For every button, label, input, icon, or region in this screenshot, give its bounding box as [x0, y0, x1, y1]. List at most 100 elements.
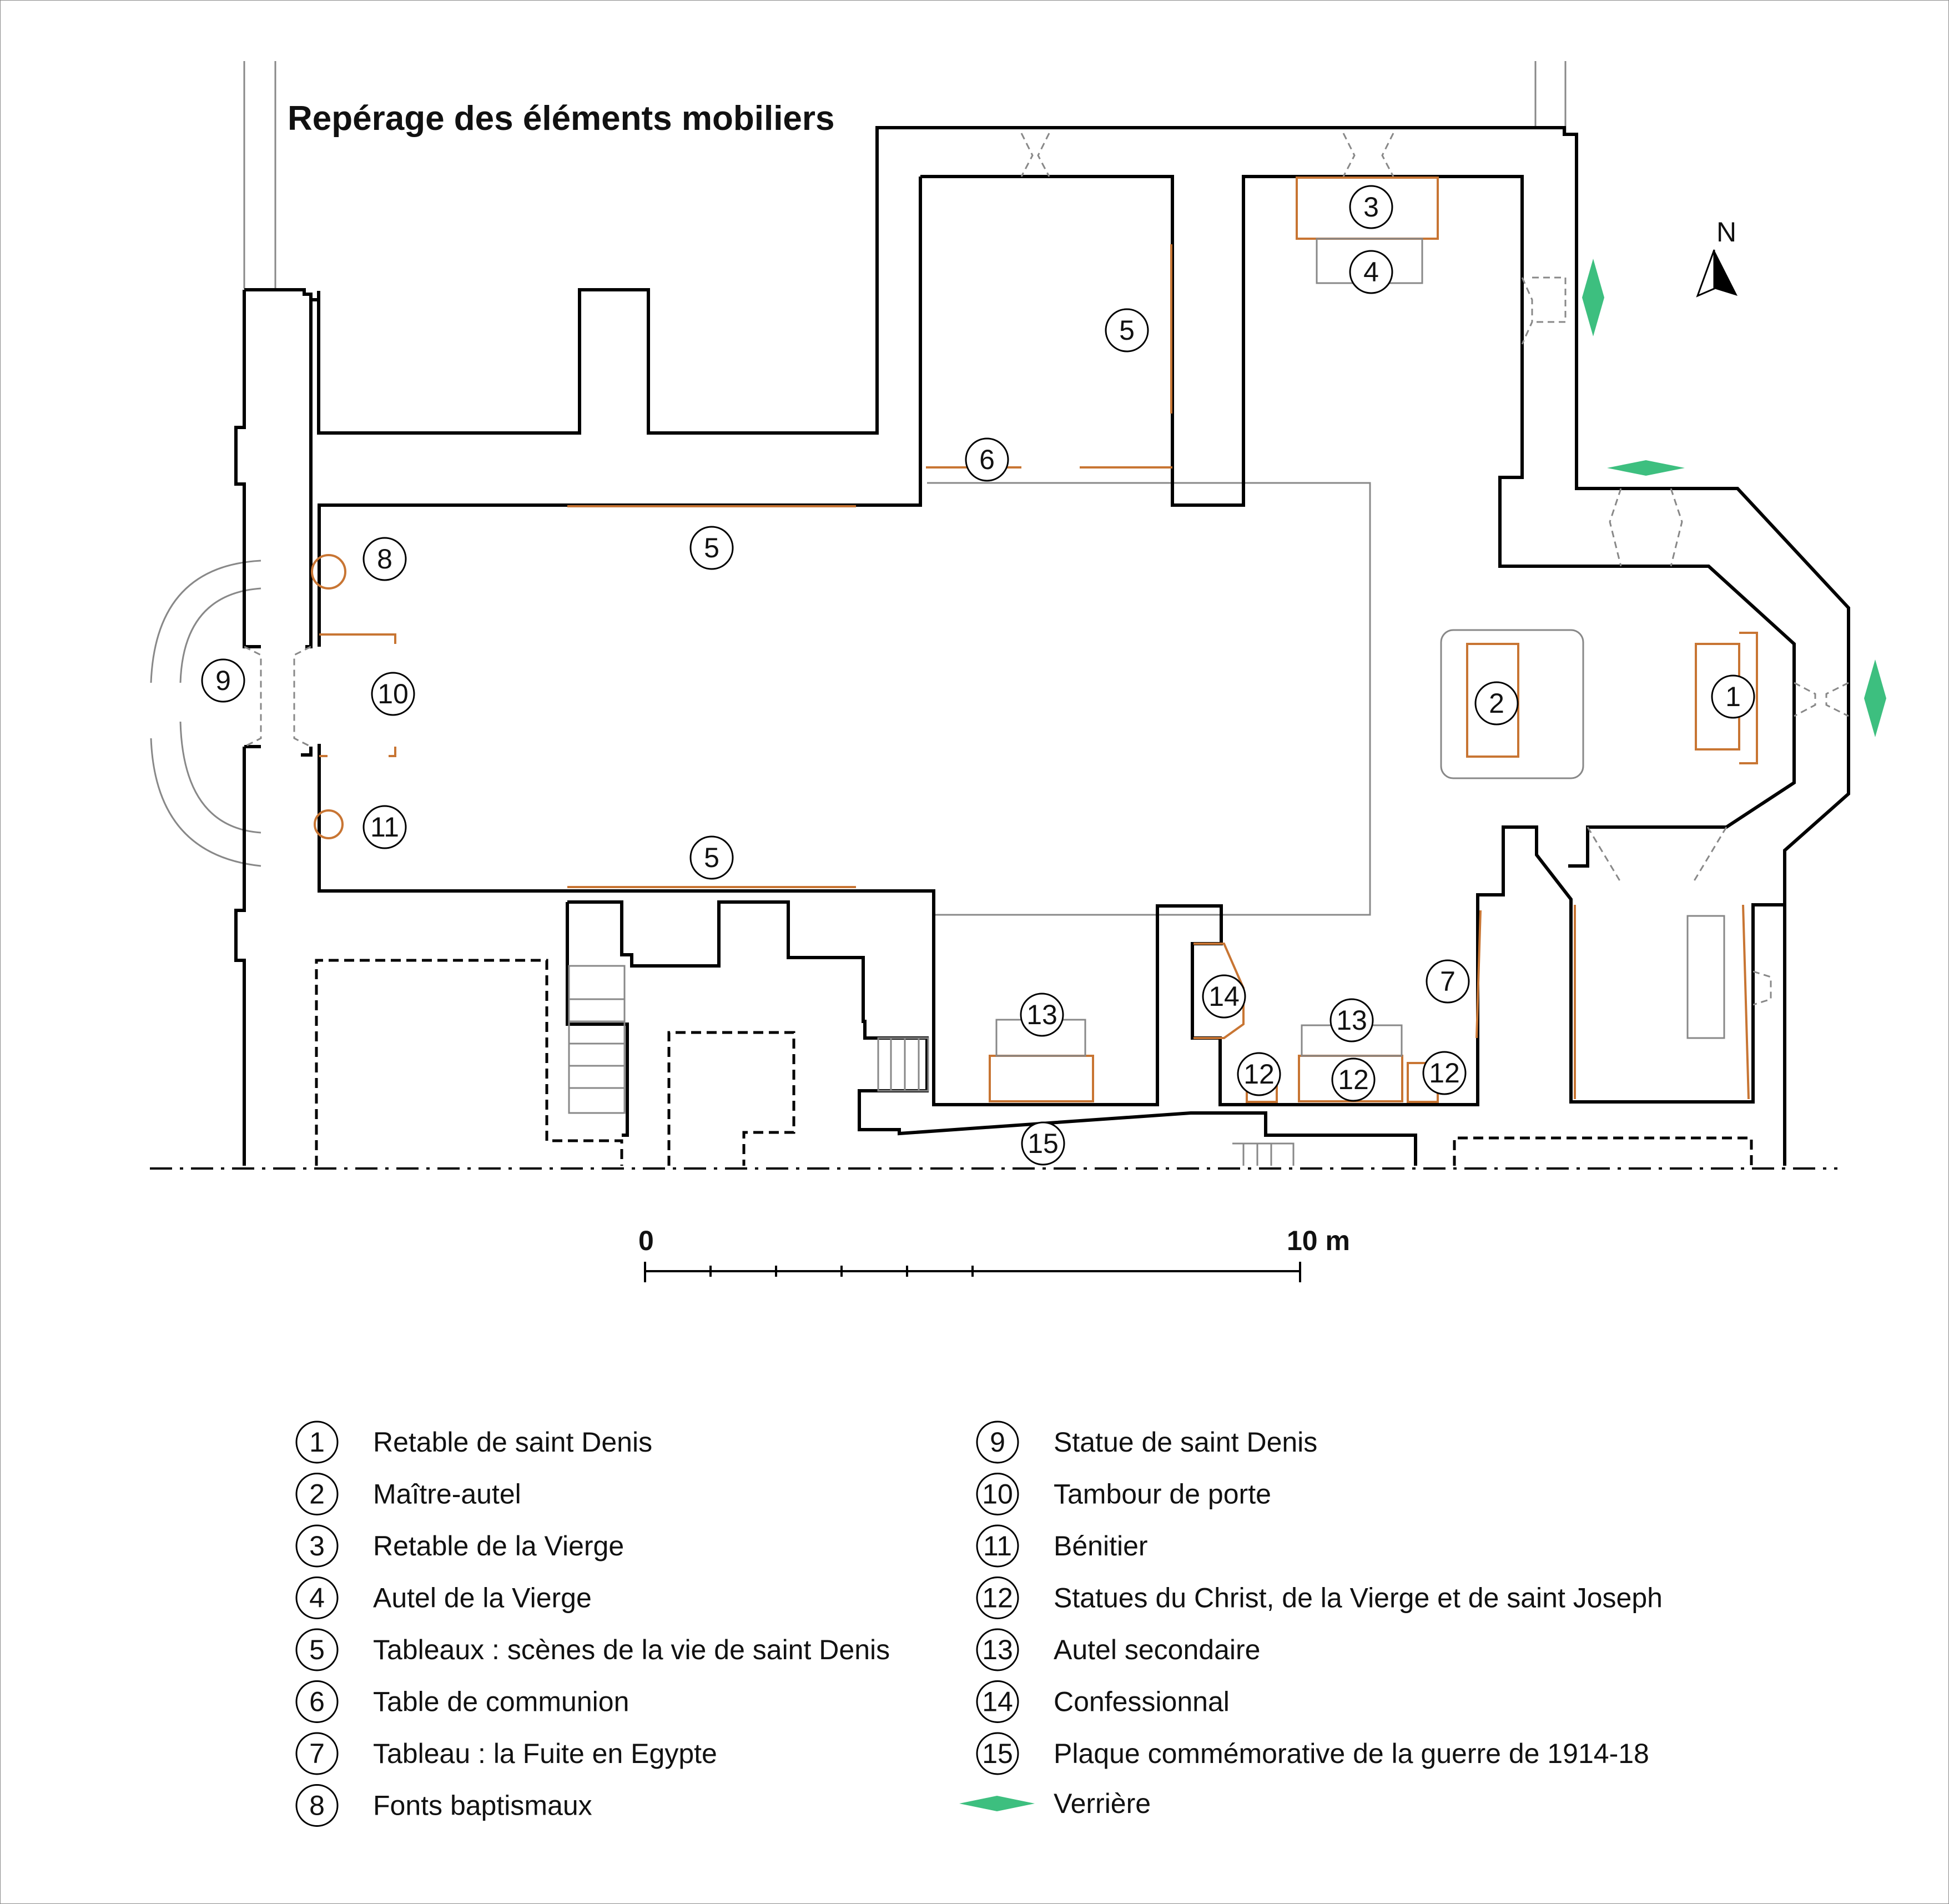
north-label: N — [1716, 216, 1736, 248]
legend-marker-15-number: 15 — [982, 1738, 1013, 1769]
legend-marker-4-number: 4 — [309, 1583, 325, 1614]
verriere-markers — [1582, 259, 1886, 737]
legend-marker-12-number: 12 — [982, 1583, 1013, 1614]
legend-label-7: Tableau : la Fuite en Egypte — [373, 1738, 717, 1769]
legend-marker-8-number: 8 — [309, 1790, 325, 1821]
plan-marker-2: 2 — [1474, 681, 1519, 726]
plan-marker-8: 8 — [362, 537, 407, 581]
scale-start-label: 0 — [638, 1225, 654, 1256]
plan-marker-5: 5 — [1105, 308, 1149, 352]
legend-marker-13-number: 13 — [982, 1634, 1013, 1665]
plan-marker-7: 7 — [1426, 959, 1470, 1004]
legend-label-1: Retable de saint Denis — [373, 1427, 652, 1458]
plan-marker-13: 13 — [1329, 998, 1374, 1042]
legend-marker-2-number: 2 — [309, 1479, 325, 1510]
plan-marker-11: 11 — [362, 805, 407, 849]
north-arrow: N — [1696, 216, 1738, 298]
plan-marker-3: 3 — [1349, 185, 1393, 229]
plan-marker-11-number: 11 — [370, 812, 399, 843]
plan-marker-9: 9 — [201, 658, 245, 703]
plan-marker-4: 4 — [1349, 250, 1393, 294]
window-openings — [244, 133, 1849, 1006]
legend-label-4: Autel de la Vierge — [373, 1583, 592, 1614]
legend-marker-3-number: 3 — [309, 1530, 325, 1562]
neighbour-outlines — [150, 61, 1584, 916]
plan-marker-7-number: 7 — [1440, 966, 1456, 997]
legend-label-11: Bénitier — [1054, 1530, 1148, 1562]
plan-marker-10: 10 — [371, 672, 415, 716]
legend-marker-12: 12 — [976, 1576, 1019, 1619]
plan-marker-3-number: 3 — [1363, 192, 1379, 223]
legend-marker-14-number: 14 — [982, 1686, 1013, 1717]
verriere-symbol — [1864, 659, 1886, 737]
plan-marker-9-number: 9 — [215, 665, 231, 696]
plan-marker-5-number: 5 — [704, 842, 719, 873]
legend-marker-13: 13 — [976, 1628, 1019, 1671]
legend-marker-3: 3 — [295, 1524, 339, 1568]
legend-marker-9: 9 — [976, 1421, 1019, 1464]
legend-marker-1-number: 1 — [309, 1427, 325, 1458]
plan-marker-1-number: 1 — [1725, 681, 1741, 712]
legend-label-15: Plaque commémorative de la guerre de 191… — [1054, 1738, 1649, 1769]
plan-marker-15: 15 — [1021, 1121, 1065, 1166]
legend-marker-6: 6 — [295, 1680, 339, 1723]
plan-marker-2-number: 2 — [1489, 688, 1504, 719]
legend-marker-11: 11 — [976, 1524, 1019, 1568]
legend-label-9: Statue de saint Denis — [1054, 1427, 1317, 1458]
plan-marker-5: 5 — [689, 835, 734, 880]
plan-marker-6-number: 6 — [979, 444, 995, 475]
scale-bar: 0 10 m — [638, 1225, 1350, 1282]
legend-marker-14: 14 — [976, 1680, 1019, 1723]
legend-label-6: Table de communion — [373, 1686, 629, 1717]
plan-marker-6: 6 — [965, 437, 1009, 482]
plan-marker-4-number: 4 — [1363, 256, 1379, 288]
plan-marker-5-number: 5 — [704, 532, 719, 563]
plan-marker-13-number: 13 — [1026, 999, 1057, 1030]
dashed-outlines — [315, 959, 1753, 1166]
plan-marker-8-number: 8 — [377, 543, 392, 575]
plan-marker-5: 5 — [689, 526, 734, 570]
stairs — [568, 965, 1295, 1166]
furniture — [311, 177, 1758, 1103]
legend: 1 Retable de saint Denis 2 Maître-autel 3 Ret… — [295, 1421, 1663, 1827]
legend-verriere-row: Verrière — [959, 1788, 1151, 1819]
legend-marker-11-number: 11 — [983, 1530, 1012, 1562]
legend-marker-6-number: 6 — [309, 1686, 325, 1717]
plan-marker-5-number: 5 — [1119, 315, 1135, 346]
legend-label-8: Fonts baptismaux — [373, 1790, 592, 1821]
legend-marker-7: 7 — [295, 1732, 339, 1775]
plan-marker-12: 12 — [1331, 1057, 1376, 1102]
plan-marker-12-number: 12 — [1243, 1059, 1275, 1090]
legend-label-13: Autel secondaire — [1054, 1634, 1260, 1665]
legend-label-3: Retable de la Vierge — [373, 1530, 624, 1562]
plan-marker-13: 13 — [1020, 993, 1064, 1037]
legend-marker-8: 8 — [295, 1784, 339, 1827]
verriere-symbol — [1582, 259, 1604, 336]
plan-marker-10-number: 10 — [377, 678, 409, 709]
plan-marker-12: 12 — [1237, 1052, 1281, 1096]
legend-label-2: Maître-autel — [373, 1479, 521, 1510]
plan-title: Repérage des éléments mobiliers — [288, 99, 835, 138]
legend-label-5: Tableaux : scènes de la vie de saint Den… — [373, 1634, 890, 1665]
legend-marker-1: 1 — [295, 1421, 339, 1464]
legend-marker-5-number: 5 — [309, 1634, 325, 1665]
legend-marker-15: 15 — [976, 1732, 1019, 1775]
building-walls — [234, 126, 1850, 1166]
scale-end-label: 10 m — [1287, 1225, 1350, 1256]
legend-label-12: Statues du Christ, de la Vierge et de sa… — [1054, 1583, 1663, 1614]
legend-marker-10: 10 — [976, 1473, 1019, 1515]
plan-marker-12: 12 — [1422, 1051, 1467, 1095]
legend-marker-4: 4 — [295, 1576, 339, 1619]
legend-label-10: Tambour de porte — [1054, 1479, 1271, 1510]
plan-marker-13-number: 13 — [1336, 1005, 1367, 1036]
legend-marker-5: 5 — [295, 1628, 339, 1671]
legend-marker-2: 2 — [295, 1473, 339, 1515]
verriere-symbol — [1607, 460, 1685, 476]
legend-marker-7-number: 7 — [309, 1738, 325, 1769]
plan-marker-1: 1 — [1711, 674, 1755, 719]
plan-marker-12-number: 12 — [1338, 1064, 1369, 1095]
legend-verriere-label: Verrière — [1054, 1788, 1151, 1819]
plan-marker-12-number: 12 — [1429, 1057, 1460, 1089]
